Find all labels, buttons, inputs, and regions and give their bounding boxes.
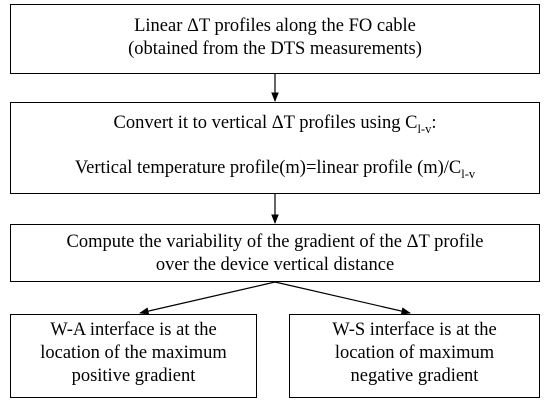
step5-line3: negative gradient [350, 366, 479, 386]
arrow-box3-to-box5 [274, 281, 411, 315]
step2-line1-subscript: l-v [417, 122, 432, 136]
step5-line1: W-S interface is at the [332, 320, 497, 340]
arrow-box3-to-box4 [139, 281, 276, 315]
step4-line1: W-A interface is at the [50, 320, 217, 340]
step-box-linear-profiles: Linear ΔT profiles along the FO cable (o… [10, 4, 540, 74]
step3-line2: over the device vertical distance [155, 255, 395, 275]
result-box-wa-interface: W-A interface is at the location of the … [10, 314, 257, 398]
step1-line1: Linear ΔT profiles along the FO cable [134, 16, 416, 36]
step-box-convert-vertical: Convert it to vertical ΔT profiles using… [10, 102, 540, 194]
step4-line2: location of the maximum [40, 343, 227, 363]
step1-line2: (obtained from the DTS measurements) [128, 39, 422, 59]
step2-line1-text: Convert it to vertical ΔT profiles using… [113, 113, 418, 133]
step3-line1: Compute the variability of the gradient … [66, 232, 484, 252]
step4-line3: positive gradient [71, 366, 196, 386]
step2-line1: Convert it to vertical ΔT profiles using… [11, 112, 539, 135]
step2-line2: Vertical temperature profile(m)=linear p… [11, 157, 539, 180]
step2-line2-subscript: l-v [461, 167, 476, 181]
result-box-ws-interface: W-S interface is at the location of maxi… [289, 314, 540, 398]
step5-line2: location of maximum [334, 343, 495, 363]
step2-line2-text: Vertical temperature profile(m)=linear p… [74, 158, 462, 178]
step2-line1-colon: : [431, 113, 437, 133]
step-box-compute-gradient: Compute the variability of the gradient … [10, 224, 540, 282]
